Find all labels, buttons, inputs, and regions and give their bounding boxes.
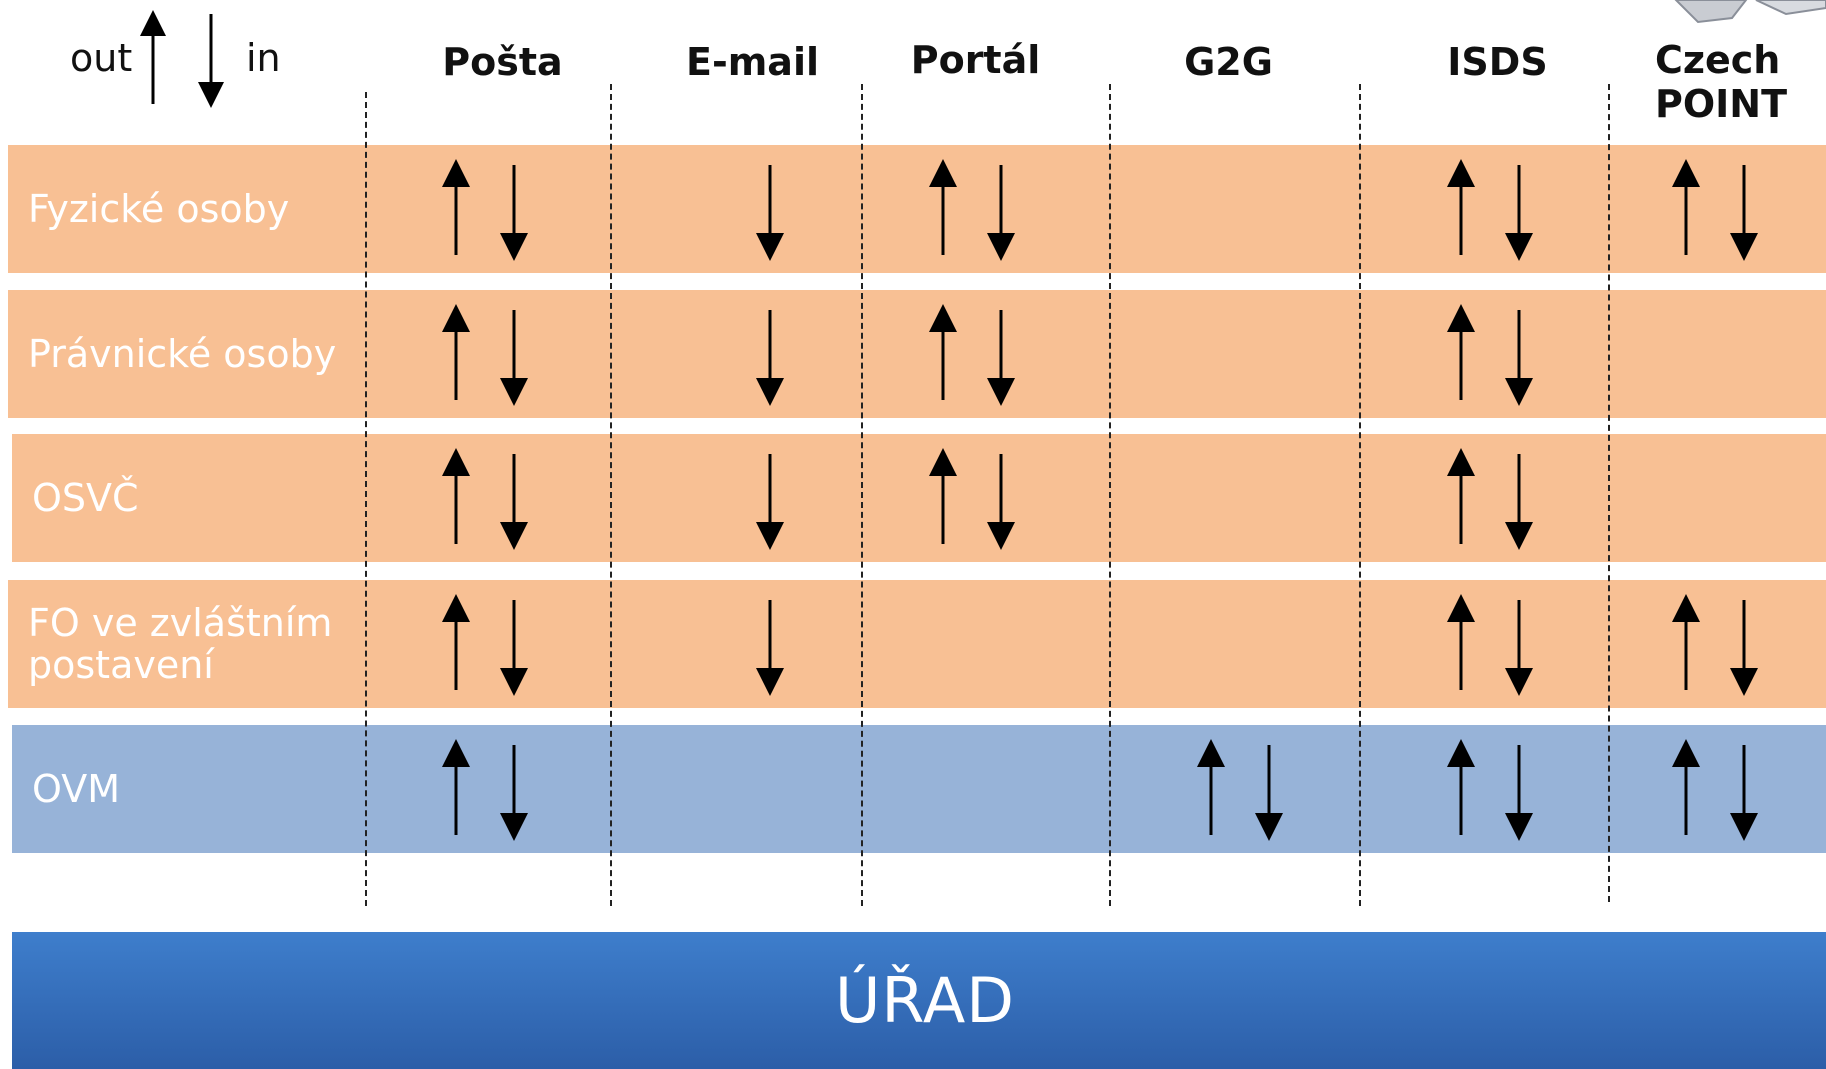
legend-in-label: in xyxy=(246,36,281,80)
out-arrow-icon xyxy=(1447,739,1475,835)
office-label: ÚŘAD xyxy=(834,964,1016,1037)
logo-fragment xyxy=(1674,0,1826,24)
in-arrow-icon xyxy=(1730,745,1758,841)
column-divider xyxy=(610,84,612,906)
in-arrow-icon xyxy=(1505,310,1533,406)
in-arrow-icon xyxy=(500,310,528,406)
in-arrow-icon xyxy=(1730,600,1758,696)
legend-out-label: out xyxy=(70,36,133,80)
in-arrow-icon xyxy=(756,454,784,550)
in-arrow-icon xyxy=(756,600,784,696)
out-arrow-icon xyxy=(442,304,470,400)
in-arrow-icon xyxy=(500,454,528,550)
in-arrow-icon xyxy=(987,165,1015,261)
in-arrow-icon xyxy=(1505,165,1533,261)
in-arrow-icon xyxy=(1730,165,1758,261)
out-arrow-icon xyxy=(442,448,470,544)
column-divider xyxy=(365,92,367,906)
column-header-portal: Portál xyxy=(910,38,1041,82)
in-arrow-icon xyxy=(500,600,528,696)
out-arrow-icon xyxy=(929,159,957,255)
in-arrow-icon xyxy=(1505,745,1533,841)
legend-out-arrow-icon xyxy=(140,10,166,104)
out-arrow-icon xyxy=(929,304,957,400)
out-arrow-icon xyxy=(1672,159,1700,255)
out-arrow-icon xyxy=(442,739,470,835)
column-divider xyxy=(1109,84,1111,906)
row-label-pravnicke-osoby: Právnické osoby xyxy=(28,332,337,376)
in-arrow-icon xyxy=(500,165,528,261)
out-arrow-icon xyxy=(1447,304,1475,400)
column-header-isds: ISDS xyxy=(1447,40,1548,84)
column-divider xyxy=(861,84,863,906)
in-arrow-icon xyxy=(1255,745,1283,841)
out-arrow-icon xyxy=(1447,448,1475,544)
out-arrow-icon xyxy=(1672,594,1700,690)
out-arrow-icon xyxy=(442,159,470,255)
column-divider xyxy=(1608,84,1610,902)
column-divider xyxy=(1359,84,1361,906)
column-header-email: E-mail xyxy=(685,40,820,84)
in-arrow-icon xyxy=(756,310,784,406)
column-header-czechpoint: Czech POINT xyxy=(1655,38,1788,126)
row-label-fyzicke-osoby: Fyzické osoby xyxy=(28,187,290,231)
out-arrow-icon xyxy=(929,448,957,544)
in-arrow-icon xyxy=(1505,454,1533,550)
in-arrow-icon xyxy=(987,310,1015,406)
in-arrow-icon xyxy=(756,165,784,261)
out-arrow-icon xyxy=(1197,739,1225,835)
in-arrow-icon xyxy=(500,745,528,841)
out-arrow-icon xyxy=(1447,159,1475,255)
in-arrow-icon xyxy=(987,454,1015,550)
out-arrow-icon xyxy=(1447,594,1475,690)
row-label-ovm: OVM xyxy=(32,767,121,811)
legend-in-arrow-icon xyxy=(198,14,224,108)
column-header-posta: Pošta xyxy=(442,40,563,84)
office-bar: ÚŘAD xyxy=(12,932,1826,1069)
row-label-fo-zvlastni: FO ve zvláštním postavení xyxy=(28,601,333,687)
in-arrow-icon xyxy=(1505,600,1533,696)
column-header-g2g: G2G xyxy=(1184,40,1273,84)
out-arrow-icon xyxy=(1672,739,1700,835)
out-arrow-icon xyxy=(442,594,470,690)
row-label-osvc: OSVČ xyxy=(32,476,139,520)
